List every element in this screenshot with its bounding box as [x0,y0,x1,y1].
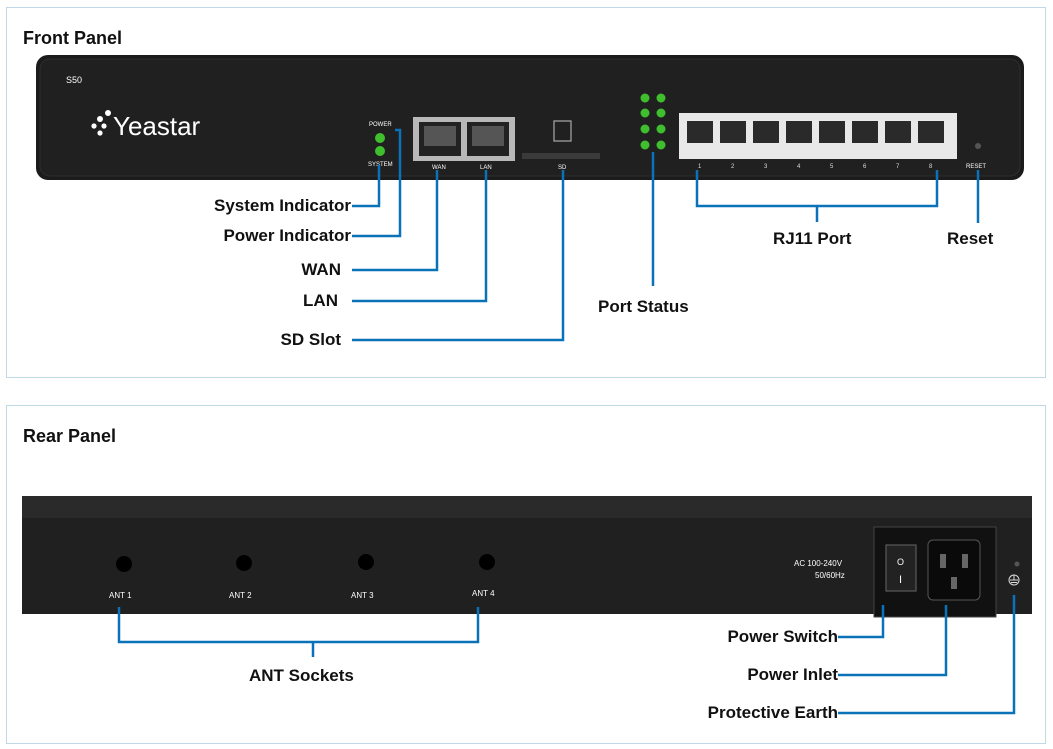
system-silk: SYSTEM [368,162,393,168]
svg-text:6: 6 [863,164,867,170]
ant-sockets-label: ANT Sockets [249,666,354,685]
power-silk: POWER [369,122,392,128]
protective-earth-label: Protective Earth [707,703,838,722]
sd-silk: SD [558,165,567,171]
ac-rating-2: 50/60Hz [815,571,845,580]
rear-panel-title: Rear Panel [23,426,117,446]
power-switch-label: Power Switch [727,627,838,646]
power-inlet [927,539,981,601]
system-led [375,146,385,156]
yeastar-logo: Yeastar [91,110,201,141]
rear-device: ANT 1 ANT 2 ANT 3 ANT 4 AC 100-240V 50/6… [22,496,1032,618]
ant3-socket [358,554,374,570]
earth-icon [1008,574,1020,586]
switch-on-mark: I [899,574,902,586]
lan-silk: LAN [480,165,492,171]
front-panel-title: Front Panel [23,28,123,48]
rj11-numbers: 1 2 3 4 5 6 7 8 [698,164,933,170]
front-device: S50 Yeastar POWER SYSTEM WAN LAN SD [36,55,1024,180]
power-indicator-label: Power Indicator [223,226,351,245]
power-led [375,133,385,143]
svg-text:2: 2 [731,164,735,170]
svg-text:5: 5 [830,164,834,170]
rj11-port-label: RJ11 Port [773,229,852,248]
reset-label: Reset [947,229,994,248]
wan-silk: WAN [432,165,446,171]
svg-text:7: 7 [896,164,900,170]
ant2-silk: ANT 2 [229,591,252,600]
ant1-silk: ANT 1 [109,591,132,600]
model-text: S50 [66,75,82,85]
reset-button [975,143,981,149]
ant4-silk: ANT 4 [472,589,495,598]
port-status-leds [640,93,666,150]
wan-label: WAN [301,260,341,279]
rear-leader-lines [117,595,1016,715]
sd-slot-label: SD Slot [280,330,341,349]
sd-icon [553,120,572,142]
ant4-socket [479,554,495,570]
port-status-label: Port Status [598,297,689,316]
front-leader-lines [352,128,980,342]
brand-text: Yeastar [113,111,201,141]
svg-text:1: 1 [698,164,702,170]
reset-silk: RESET [966,164,986,170]
lan-label: LAN [303,291,338,310]
ant3-silk: ANT 3 [351,591,374,600]
earth-screw [1014,561,1020,567]
ant1-socket [116,556,132,572]
power-inlet-label: Power Inlet [747,665,838,684]
ant2-socket [236,555,252,571]
sd-slot [522,153,600,159]
rj11-jacks [687,121,944,143]
svg-text:8: 8 [929,164,933,170]
system-indicator-label: System Indicator [214,196,351,215]
ac-rating-1: AC 100-240V [794,559,843,568]
svg-text:4: 4 [797,164,801,170]
switch-off-mark: O [897,557,904,567]
power-switch [885,544,917,592]
svg-text:3: 3 [764,164,768,170]
